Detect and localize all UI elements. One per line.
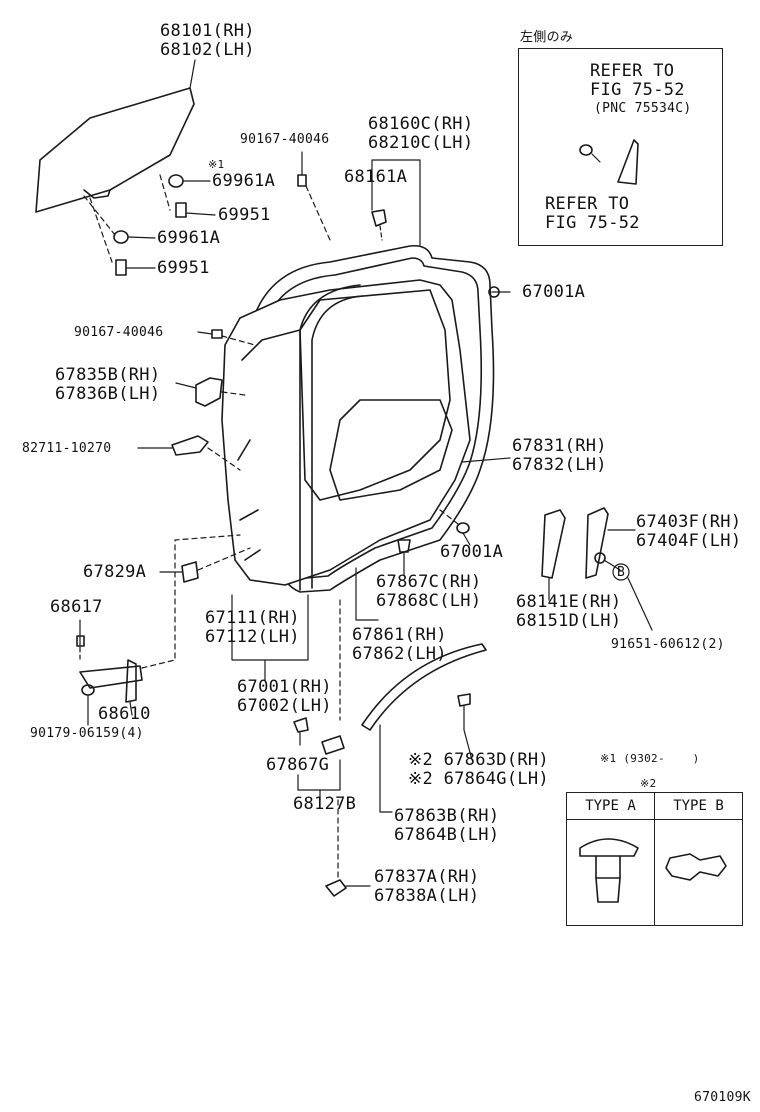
label-67838a: 67838A(LH): [374, 886, 480, 906]
label-67836b: 67836B(LH): [55, 384, 161, 404]
note1-range: ※1 (9302- ): [600, 752, 700, 765]
clip-68161a: [371, 209, 387, 241]
b-mark: B: [617, 565, 626, 580]
label-68127b: 68127B: [293, 794, 357, 814]
label-68151d: 68151D(LH): [516, 611, 622, 631]
clip-69951-upper: [175, 202, 216, 218]
cap-67829a: [159, 547, 251, 583]
door-glass: [35, 87, 195, 213]
clip-69951-lower: [115, 259, 156, 276]
inset-refer-bottom-2: FIG 75-52: [545, 213, 640, 233]
label-67861: 67861(RH): [352, 625, 447, 645]
label-67835b: 67835B(RH): [55, 365, 161, 385]
inset-refer-top-2: FIG 75-52: [590, 80, 685, 100]
clip-67867g: [293, 717, 309, 746]
label-67862: 67862(LH): [352, 644, 447, 664]
label-67863b: 67863B(RH): [394, 806, 500, 826]
label-67832: 67832(LH): [512, 455, 607, 475]
label-69961a-bottom: 69961A: [157, 228, 221, 248]
clip-67867c: [397, 539, 411, 576]
label-68102: 68102(LH): [160, 40, 255, 60]
footer-code: 670109K: [694, 1090, 751, 1105]
pad-68127b: [321, 735, 345, 755]
label-69961a-top: 69961A: [212, 171, 276, 191]
label-68101: 68101(RH): [160, 21, 255, 41]
clip-67863d: [457, 693, 473, 761]
label-67829a: 67829A: [83, 562, 147, 582]
type-a-clip-drawing: [579, 838, 639, 903]
label-67001a-top: 67001A: [522, 282, 586, 302]
label-68610: 68610: [98, 704, 151, 724]
label-91651: 91651-60612(2): [611, 637, 725, 652]
pad-67835b: [175, 377, 246, 407]
label-68210c: 68210C(LH): [368, 133, 474, 153]
label-67001: 67001(RH): [237, 677, 332, 697]
label-68141e: 68141E(RH): [516, 592, 622, 612]
clip-69961a-lower: [113, 230, 156, 244]
type-a-header: TYPE A: [567, 793, 654, 820]
label-68160c: 68160C(RH): [368, 114, 474, 134]
hinge-68610: [79, 534, 241, 716]
clip-69961a-upper: [168, 174, 211, 188]
note-mark-2: ※2: [640, 777, 657, 790]
label-90179: 90179-06159(4): [30, 726, 144, 741]
inset-refer-bottom-1: REFER TO: [545, 194, 630, 214]
label-67867g: 67867G: [266, 755, 330, 775]
label-67864g: ※2 67864G(LH): [408, 769, 549, 789]
inset-left-only: [518, 48, 723, 246]
connector-82711: [137, 435, 241, 471]
bolt-90167-top: [297, 151, 331, 241]
label-67111: 67111(RH): [205, 608, 300, 628]
label-67867c: 67867C(RH): [376, 572, 482, 592]
clip-67837a: [325, 879, 371, 897]
label-67112: 67112(LH): [205, 627, 300, 647]
label-67002: 67002(LH): [237, 696, 332, 716]
inset-refer-top-pnc: (PNC 75534C): [594, 101, 692, 116]
inset-refer-top-1: REFER TO: [590, 61, 675, 81]
door-panel: [221, 279, 471, 586]
label-67831: 67831(RH): [512, 436, 607, 456]
label-67837a: 67837A(RH): [374, 867, 480, 887]
type-b-clip-drawing: [665, 853, 727, 881]
note-mark-1: ※1: [208, 158, 225, 171]
type-b-header: TYPE B: [655, 793, 742, 820]
label-68617: 68617: [50, 597, 103, 617]
label-67404f: 67404F(LH): [636, 531, 742, 551]
table-divider: [654, 793, 655, 925]
bolt-68617: [76, 619, 85, 661]
weatherstrip-67863b: [361, 643, 487, 813]
label-69951-top: 69951: [218, 205, 271, 225]
molding-68141e: [541, 509, 566, 601]
label-67001a-mid: 67001A: [440, 542, 504, 562]
label-67868c: 67868C(LH): [376, 591, 482, 611]
label-69951-bottom: 69951: [157, 258, 210, 278]
label-90167-mid: 90167-40046: [74, 325, 164, 340]
label-68161a: 68161A: [344, 167, 408, 187]
molding-67403f: [585, 507, 636, 579]
label-67864b: 67864B(LH): [394, 825, 500, 845]
label-90167-top: 90167-40046: [240, 132, 330, 147]
inset-mirror-piece: [579, 139, 639, 185]
label-67403f: 67403F(RH): [636, 512, 742, 532]
inset-note: 左側のみ: [520, 30, 574, 45]
label-82711: 82711-10270: [22, 441, 112, 456]
clip-type-table: TYPE A TYPE B: [566, 792, 743, 926]
label-67863d: ※2 67863D(RH): [408, 750, 549, 770]
